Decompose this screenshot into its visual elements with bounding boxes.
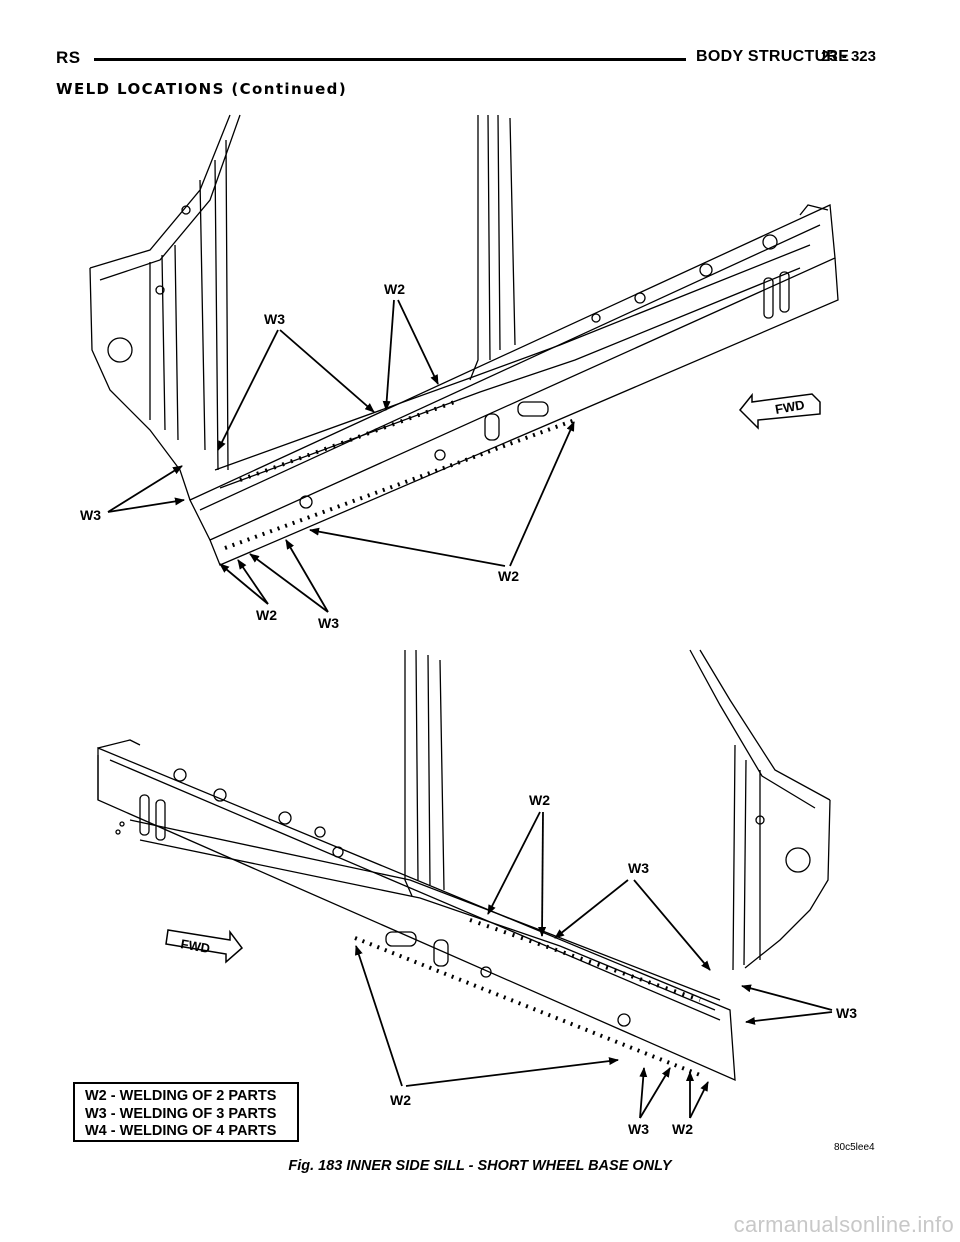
watermark: carmanualsonline.info (733, 1212, 954, 1237)
weld-label: W2 (498, 568, 519, 584)
page-header: RS BODY STRUCTURE 23 - 323 (56, 40, 876, 74)
top-weld-labels: W2 W3 W3 W2 W2 W3 (80, 281, 519, 631)
weld-legend-box: W2 - WELDING OF 2 PARTS W3 - WELDING OF … (73, 1082, 299, 1142)
top-callout-lines (107, 299, 575, 613)
weld-label: W3 (264, 311, 285, 327)
fwd-arrow-top: FWD (738, 392, 821, 430)
header-section-title: BODY STRUCTURE (696, 48, 850, 65)
top-sill-illustration (89, 114, 839, 566)
legend-line: W3 - WELDING OF 3 PARTS (85, 1105, 277, 1122)
header-rule (94, 58, 686, 61)
header-model-code: RS (56, 48, 81, 67)
section-subheading: WELD LOCATIONS (Continued) (56, 80, 348, 98)
weld-label: W2 (390, 1092, 411, 1108)
fwd-label-top: FWD (774, 397, 806, 417)
bottom-weld-labels: W2 W3 W3 W2 W3 W2 (390, 792, 857, 1137)
header-page-number: 23 - 323 (820, 48, 876, 65)
bottom-callout-lines (355, 811, 833, 1119)
figure-caption: Fig. 183 INNER SIDE SILL - SHORT WHEEL B… (288, 1158, 672, 1174)
weld-label: W3 (628, 1121, 649, 1137)
weld-label: W2 (529, 792, 550, 808)
fwd-label-bottom: FWD (179, 936, 211, 956)
fwd-arrow-bottom: FWD (165, 929, 244, 964)
weld-label: W3 (628, 860, 649, 876)
figure-id: 80c5lee4 (834, 1142, 875, 1153)
weld-label: W3 (318, 615, 339, 631)
weld-label: W3 (836, 1005, 857, 1021)
bottom-sill-illustration (97, 649, 831, 1082)
weld-label: W3 (80, 507, 101, 523)
legend-line: W2 - WELDING OF 2 PARTS (85, 1088, 277, 1104)
weld-label: W2 (672, 1121, 693, 1137)
weld-label: W2 (384, 281, 405, 297)
legend-line: W4 - WELDING OF 4 PARTS (85, 1123, 277, 1139)
weld-label: W2 (256, 607, 277, 623)
